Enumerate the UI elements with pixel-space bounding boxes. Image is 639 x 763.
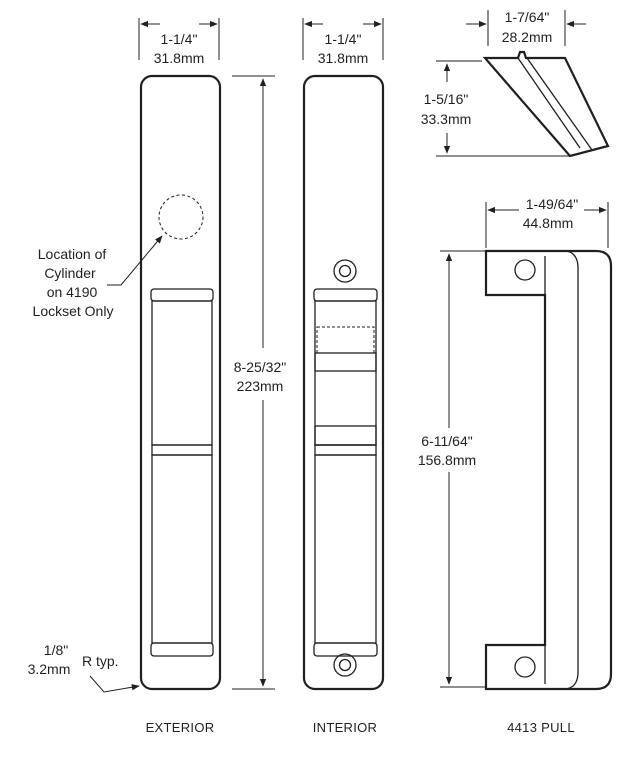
- bottom-screw: [333, 653, 357, 677]
- cylinder-note-line-2: Cylinder: [44, 265, 96, 281]
- exterior-width-inch-label: 1-1/4": [161, 31, 198, 47]
- wedge-width-mm-label: 28.2mm: [502, 29, 553, 45]
- height-inch-label: 8-25/32": [234, 359, 286, 375]
- radius-note: 1/8" 3.2mm R typ.: [28, 642, 140, 693]
- wedge-profile: 1-7/64" 28.2mm 1-5/16" 33.3mm: [421, 9, 610, 158]
- pull-caption: 4413 PULL: [507, 720, 575, 735]
- exterior-caption: EXTERIOR: [146, 720, 215, 735]
- wedge-width-inch-label: 1-7/64": [505, 9, 550, 25]
- cylinder-note-line-1: Location of: [38, 246, 107, 262]
- radius-inch-label: 1/8": [44, 642, 68, 658]
- height-dimension: 8-25/32" 223mm: [232, 75, 286, 690]
- pull-bottom-screw: [514, 656, 536, 678]
- pull-width-mm-label: 44.8mm: [523, 215, 574, 231]
- exterior-view: 1-1/4" 31.8mm: [138, 18, 222, 691]
- wedge-height-mm-label: 33.3mm: [421, 111, 472, 127]
- interior-width-inch-label: 1-1/4": [325, 31, 362, 47]
- radius-typ-label: R typ.: [82, 653, 119, 669]
- top-screw: [333, 259, 357, 283]
- pull-height-mm-label: 156.8mm: [418, 452, 476, 468]
- cylinder-note-line-4: Lockset Only: [33, 303, 114, 319]
- exterior-escutcheon: [139, 74, 222, 691]
- exterior-width-mm-label: 31.8mm: [154, 50, 205, 66]
- interior-escutcheon: [302, 74, 385, 691]
- radius-mm-label: 3.2mm: [28, 661, 71, 677]
- pull-top-screw: [514, 259, 536, 281]
- cylinder-note: Location of Cylinder on 4190 Lockset Onl…: [33, 235, 163, 319]
- interior-caption: INTERIOR: [313, 720, 378, 735]
- cylinder-location-circle: [158, 194, 204, 240]
- height-mm-label: 223mm: [237, 378, 284, 394]
- pull-view: 1-49/64" 44.8mm 6-11/64" 156.8mm: [418, 196, 613, 691]
- interior-view: 1-1/4" 31.8mm: [302, 18, 385, 691]
- pull-outline: [484, 249, 613, 691]
- pull-height-inch-label: 6-11/64": [421, 433, 472, 449]
- interior-width-mm-label: 31.8mm: [318, 50, 369, 66]
- pull-width-inch-label: 1-49/64": [526, 196, 578, 212]
- wedge-height-inch-label: 1-5/16": [424, 91, 469, 107]
- cylinder-note-line-3: on 4190: [47, 284, 98, 300]
